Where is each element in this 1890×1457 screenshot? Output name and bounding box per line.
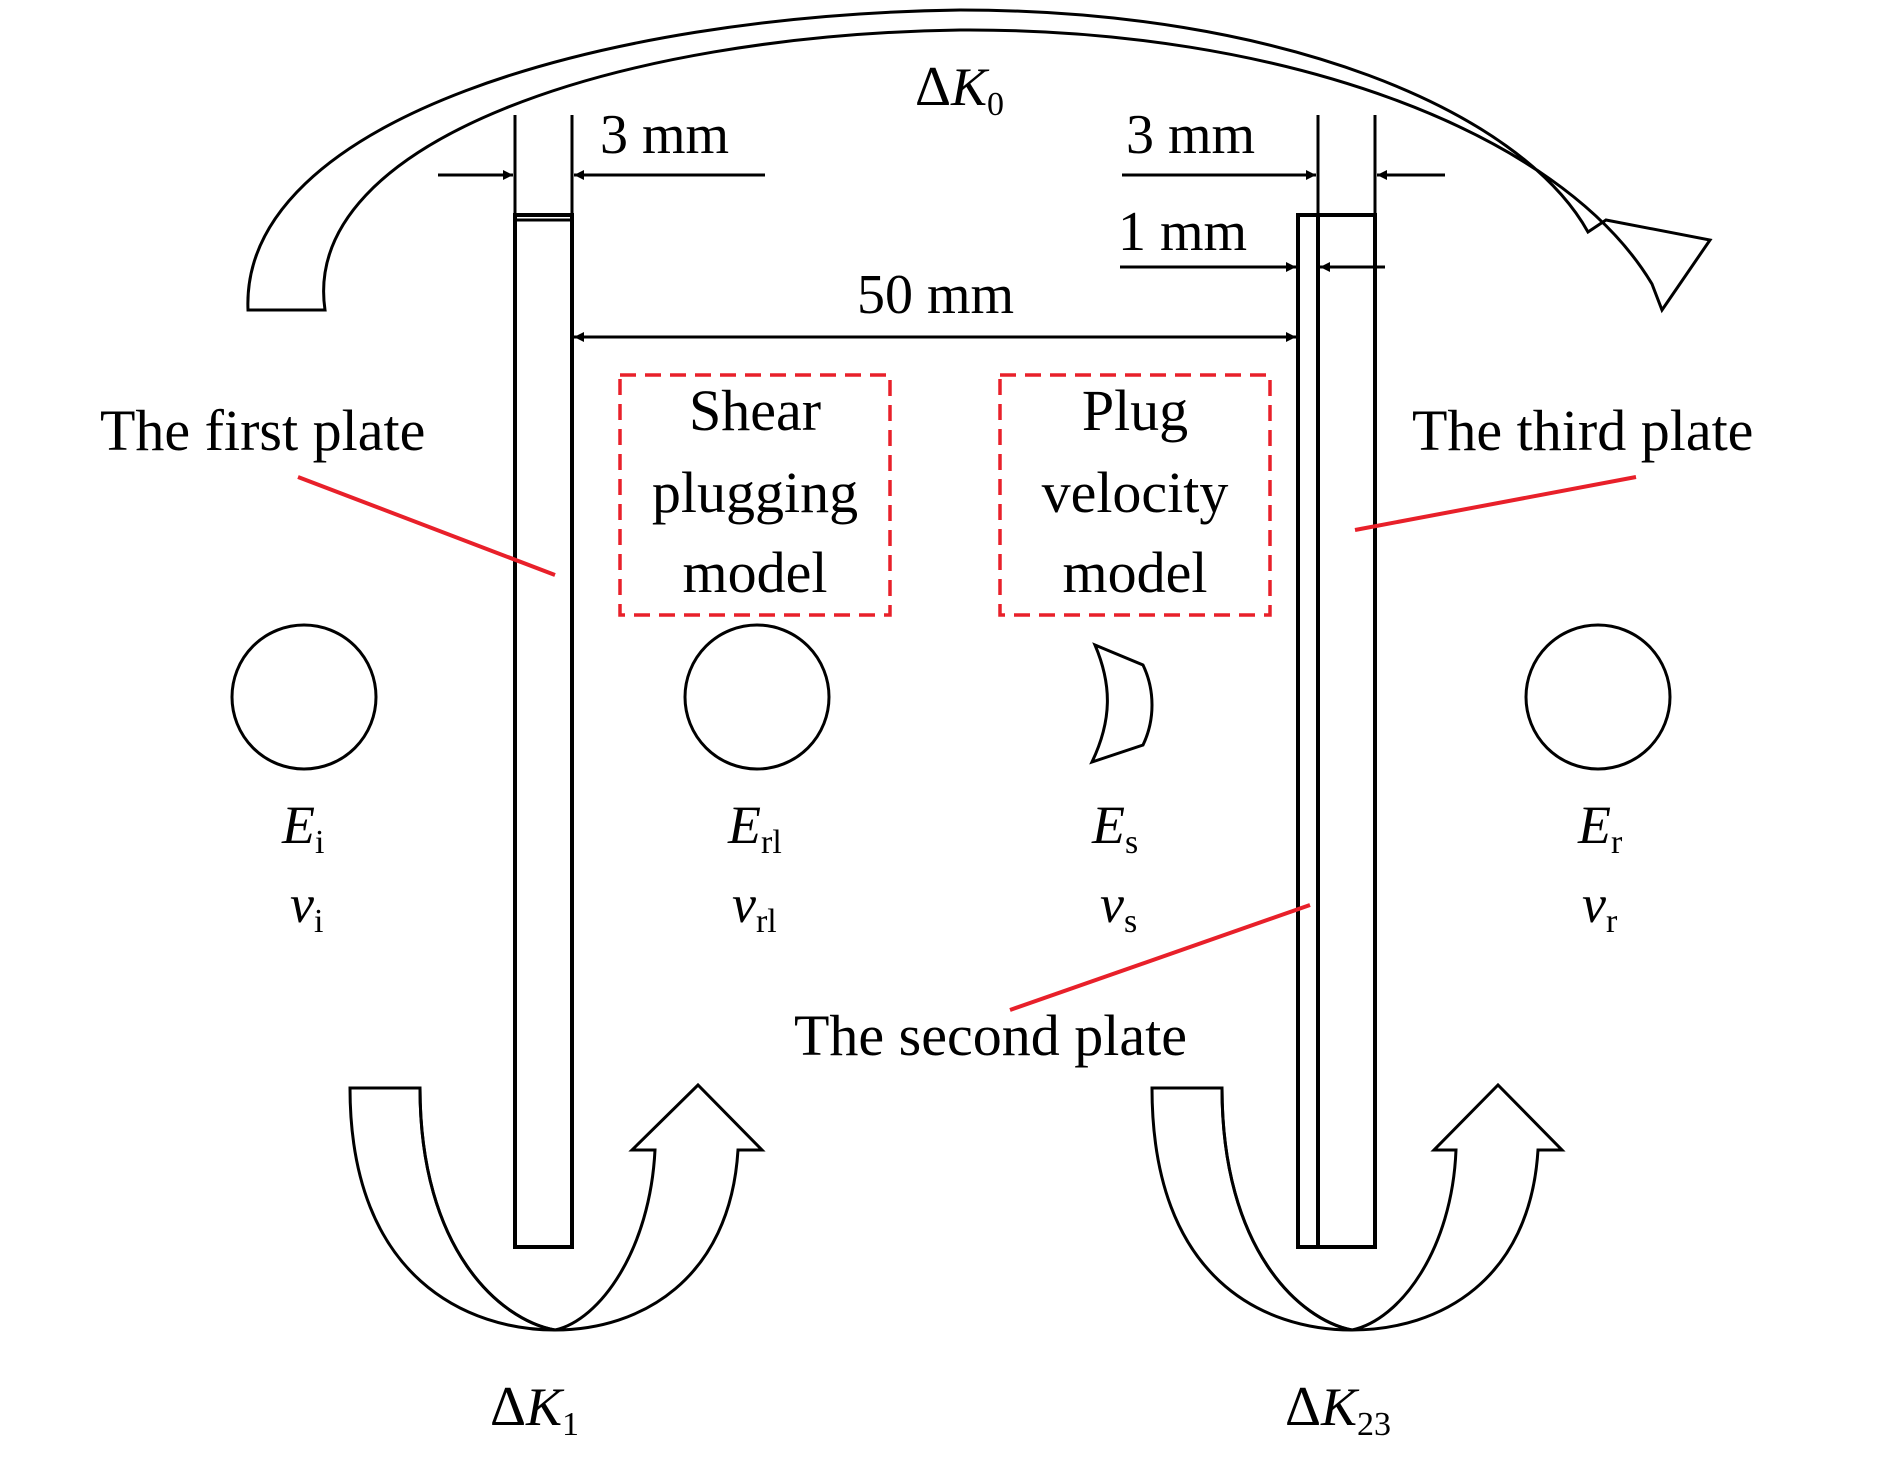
sphere-icon <box>230 623 378 771</box>
plug-velocity-model-box <box>998 373 1272 617</box>
right-thickness-label: 3 mm <box>1126 104 1255 166</box>
second-plate-thickness-label: 1 mm <box>1118 201 1247 263</box>
third-plate <box>1316 213 1377 1249</box>
state-1-energy: Ei <box>281 795 324 861</box>
state-2-velocity: vrl <box>732 874 777 940</box>
plug-icon <box>1089 642 1154 765</box>
right-bottom-energy-label: ΔK23 <box>1285 1376 1391 1443</box>
state-4-velocity: vr <box>1582 874 1618 940</box>
second-plate-callout-line <box>1009 903 1311 1012</box>
state-1-velocity: vi <box>290 874 323 940</box>
right-bottom-arrow-inner-curve <box>1220 1087 1353 1332</box>
left-thickness-label: 3 mm <box>600 104 729 166</box>
first-plate-callout-line <box>297 475 556 577</box>
top-energy-label: ΔK0 <box>915 56 1004 123</box>
sphere-icon <box>683 623 831 771</box>
left-bottom-arrow-inner-curve <box>418 1087 556 1332</box>
second-plate-label: The second plate <box>794 1003 1187 1068</box>
third-plate-callout-line <box>1354 475 1637 532</box>
shear-model-line-2: plugging <box>652 460 858 525</box>
state-2-energy: Erl <box>727 795 782 861</box>
shear-model-line-1: Shear <box>689 378 821 443</box>
plug-model-line-2: velocity <box>1042 460 1229 525</box>
shear-plugging-model-box <box>618 373 892 617</box>
top-energy-arc-arrow <box>246 8 1713 314</box>
state-4-energy: Er <box>1577 795 1623 861</box>
left-bottom-energy-label: ΔK1 <box>490 1376 579 1443</box>
sphere-icon <box>1524 623 1672 771</box>
first-plate-label: The first plate <box>100 398 425 463</box>
state-3-velocity: vs <box>1100 874 1137 940</box>
plug-model-line-1: Plug <box>1082 378 1188 443</box>
second-plate <box>1296 213 1320 1249</box>
first-plate <box>513 213 574 1249</box>
state-3-energy: Es <box>1091 795 1138 861</box>
spacing-label: 50 mm <box>857 264 1014 326</box>
shear-model-line-3: model <box>683 540 828 605</box>
plug-model-line-3: model <box>1063 540 1208 605</box>
third-plate-label: The third plate <box>1412 398 1753 463</box>
